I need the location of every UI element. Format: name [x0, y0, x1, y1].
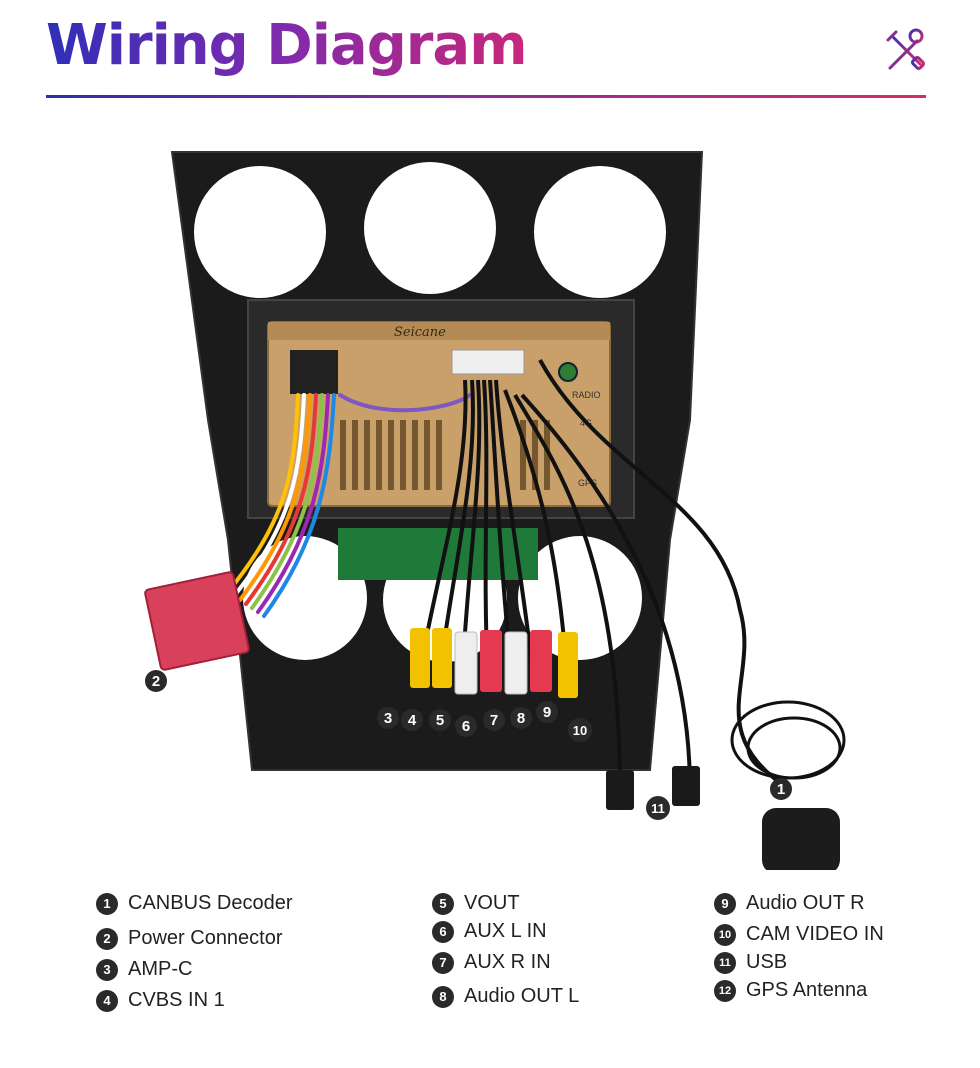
legend-number: 9 — [714, 892, 736, 915]
bezel-knob-hole-right — [518, 536, 642, 660]
bezel-knob-hole-left — [243, 536, 367, 660]
port-label-radio: RADIO — [572, 390, 601, 400]
callout-1: 1 — [777, 781, 785, 798]
callout-9: 9 — [543, 704, 551, 721]
bezel-vent-center — [364, 162, 496, 294]
legend-number: 4 — [96, 989, 118, 1012]
legend-number: 6 — [432, 920, 454, 943]
legend-label: Audio OUT L — [464, 985, 580, 1007]
usb-plug-right — [672, 766, 700, 806]
callout-3: 3 — [384, 710, 392, 727]
legend-number: 2 — [96, 927, 118, 950]
legend-item: 8 Audio OUT L — [432, 981, 579, 1012]
legend-number: 8 — [432, 985, 454, 1008]
legend-label: AUX L IN — [464, 920, 547, 942]
legend-number: 1 — [96, 892, 118, 915]
legend-item: 6 AUX L IN — [432, 916, 579, 947]
legend-item: 7 AUX R IN — [432, 947, 579, 978]
legend-label: USB — [746, 951, 788, 973]
page-title: Wiring Diagram — [46, 6, 528, 86]
legend-label: CANBUS Decoder — [128, 892, 293, 914]
legend-item: 9 Audio OUT R — [714, 888, 884, 919]
aux-connector-port — [451, 349, 525, 375]
bezel-vent-left — [194, 166, 326, 298]
legend-number: 10 — [714, 923, 736, 946]
legend-number: 12 — [714, 979, 736, 1002]
radio-antenna-port — [558, 362, 578, 382]
legend-label: Audio OUT R — [746, 892, 865, 914]
wiring-diagram-illustration: Seicane RADIO 4G GPS — [144, 151, 846, 870]
gps-antenna-cable — [730, 700, 846, 780]
legend-item: 3 AMP-C — [96, 954, 293, 985]
callout-8: 8 — [517, 710, 525, 727]
legend-item: 10 CAM VIDEO IN — [714, 919, 884, 950]
callout-5: 5 — [436, 712, 444, 729]
bezel-vent-right — [534, 166, 666, 298]
legend-label: VOUT — [464, 892, 520, 914]
legend-item: 12 GPS Antenna — [714, 975, 884, 1006]
main-connector-port — [290, 350, 338, 394]
legend-column-2: 5 VOUT 6 AUX L IN 7 AUX R IN 8 Audio OUT L — [432, 888, 579, 1012]
rca-plugs — [410, 628, 578, 698]
legend-item: 5 VOUT — [432, 888, 579, 919]
legend-label: GPS Antenna — [746, 979, 868, 1001]
callout-11: 11 — [651, 801, 665, 816]
power-connector — [144, 571, 250, 671]
callout-2: 2 — [152, 673, 160, 690]
unit-top-strip — [268, 322, 610, 340]
callout-4: 4 — [408, 712, 417, 729]
legend-label: AMP-C — [128, 958, 193, 980]
legend-column-3: 9 Audio OUT R 10 CAM VIDEO IN 11 USB 12 GPS … — [714, 888, 884, 1006]
callout-7: 7 — [490, 712, 498, 729]
legend-label: Power Connector — [128, 927, 283, 949]
gps-antenna-puck — [762, 808, 840, 870]
legend-item: 11 USB — [714, 947, 884, 978]
legend-number: 5 — [432, 892, 454, 915]
usb-plug-left — [606, 770, 634, 810]
control-board — [338, 528, 538, 580]
legend-number: 11 — [714, 951, 736, 974]
legend-item: 1 CANBUS Decoder — [96, 888, 293, 919]
legend-label: CAM VIDEO IN — [746, 923, 884, 945]
legend-number: 3 — [96, 958, 118, 981]
header-rule — [46, 95, 926, 98]
legend-number: 7 — [432, 951, 454, 974]
callout-10: 10 — [573, 723, 587, 738]
callout-6: 6 — [462, 718, 470, 735]
legend-label: CVBS IN 1 — [128, 989, 225, 1011]
legend-item: 4 CVBS IN 1 — [96, 985, 293, 1016]
legend-item: 2 Power Connector — [96, 923, 293, 954]
tools-icon — [886, 28, 926, 71]
power-harness-wires — [226, 393, 472, 618]
callout-markers: 2 3 4 5 6 7 8 9 10 11 1 — [145, 670, 792, 820]
legend-label: AUX R IN — [464, 951, 551, 973]
unit-brand-text: Seicane — [394, 325, 446, 340]
port-label-gps: GPS — [578, 478, 597, 488]
